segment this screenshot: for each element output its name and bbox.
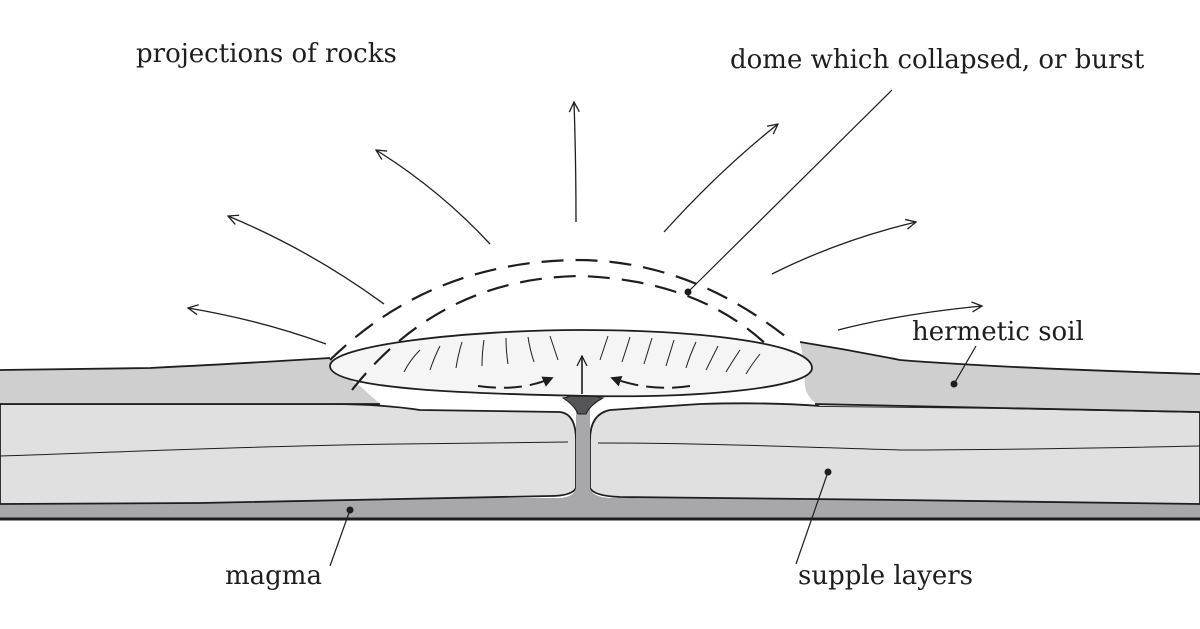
magma-conduit xyxy=(560,400,610,498)
supple-layers-left xyxy=(0,403,577,505)
chamber-hatching xyxy=(403,335,761,375)
magma-layer xyxy=(0,498,1200,520)
inner-arrow-right xyxy=(610,376,691,389)
hermetic-soil-right xyxy=(800,342,1200,412)
label-hermetic-soil: hermetic soil xyxy=(912,317,1084,347)
projection-arrows xyxy=(188,102,982,345)
leader-dome-dot xyxy=(684,288,692,296)
projection-arrow-2 xyxy=(228,216,385,305)
stratum-line-left xyxy=(0,441,569,457)
projection-arrow-5 xyxy=(663,124,778,233)
projection-arrow-4 xyxy=(574,102,576,223)
chamber-lens xyxy=(329,329,813,398)
leader-magma-dot xyxy=(346,506,354,514)
dome-outline-inner xyxy=(351,274,771,391)
projection-arrow-1 xyxy=(188,308,327,345)
stratum-line-right xyxy=(597,442,1200,451)
label-supple-layers: supple layers xyxy=(798,561,973,591)
projection-arrow-7 xyxy=(837,306,982,331)
supple-layers-right xyxy=(589,402,1200,505)
label-projections-of-rocks: projections of rocks xyxy=(136,39,397,69)
leader-supple-layers xyxy=(795,471,829,565)
hermetic-soil-right-top xyxy=(799,341,1200,375)
hermetic-soil-right-bottom xyxy=(814,403,1200,413)
leader-supple-layers-dot xyxy=(824,468,832,476)
projection-arrow-6 xyxy=(771,222,916,275)
leader-dome xyxy=(687,89,893,293)
projection-arrow-3 xyxy=(376,150,491,245)
hermetic-soil-left-top xyxy=(0,357,331,371)
leader-hermetic-soil-dot xyxy=(950,380,958,388)
leader-magma xyxy=(329,509,351,567)
hermetic-soil-left xyxy=(0,358,380,404)
inner-arrow-left xyxy=(477,376,554,389)
label-magma: magma xyxy=(225,561,322,591)
leader-hermetic-soil xyxy=(953,345,977,385)
dome-outline-outer xyxy=(329,258,791,361)
label-dome-collapsed: dome which collapsed, or burst xyxy=(730,45,1145,75)
